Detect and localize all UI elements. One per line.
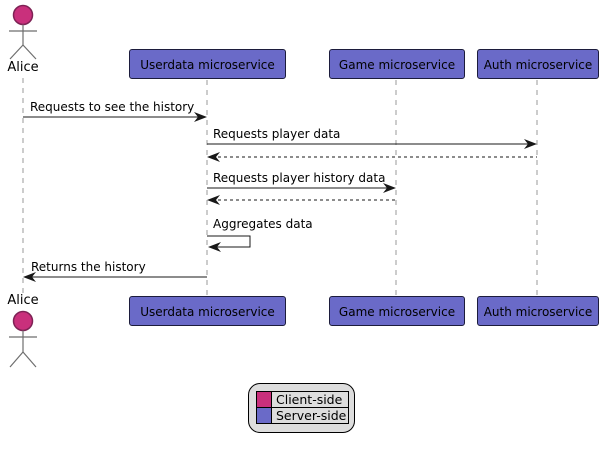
arrowhead-left-icon xyxy=(23,272,36,282)
legend: Client-side Server-side xyxy=(248,383,355,433)
legend-label-client: Client-side xyxy=(272,391,349,408)
arrowhead-left-icon xyxy=(207,195,220,205)
arrowhead-right-icon xyxy=(194,112,207,122)
actor-alice-figure-top xyxy=(9,4,37,60)
message-label-request-history: Requests to see the history xyxy=(30,100,195,114)
arrowhead-left-icon xyxy=(207,152,220,162)
actor-label-alice-bottom: Alice xyxy=(7,293,39,308)
legend-swatch-server xyxy=(256,407,272,424)
legend-row-client: Client-side xyxy=(256,391,349,408)
message-label-request-history-data: Requests player history data xyxy=(213,171,386,185)
legend-row-server: Server-side xyxy=(256,407,349,424)
participant-game-bottom: Game microservice xyxy=(329,296,465,326)
actor-alice-figure-bottom xyxy=(9,310,37,368)
legend-label-server: Server-side xyxy=(272,407,349,424)
message-label-returns-history: Returns the history xyxy=(31,260,146,274)
legend-swatch-client xyxy=(256,391,272,408)
arrowhead-right-icon xyxy=(524,139,537,149)
participant-auth-bottom: Auth microservice xyxy=(477,296,599,326)
arrowhead-left-icon xyxy=(208,242,221,252)
legend-table: Client-side Server-side xyxy=(256,391,349,424)
participant-userdata-bottom: Userdata microservice xyxy=(129,296,286,326)
message-label-request-player-data: Requests player data xyxy=(213,127,341,141)
participant-game-top: Game microservice xyxy=(329,49,465,79)
arrowhead-right-icon xyxy=(383,183,396,193)
actor-head-icon xyxy=(12,310,34,332)
message-label-aggregates-data: Aggregates data xyxy=(213,217,313,231)
participant-userdata-top: Userdata microservice xyxy=(129,49,286,79)
participant-auth-top: Auth microservice xyxy=(477,49,599,79)
self-message-loop xyxy=(207,235,251,248)
actor-label-alice-top: Alice xyxy=(7,60,39,75)
actor-head-icon xyxy=(12,4,34,26)
